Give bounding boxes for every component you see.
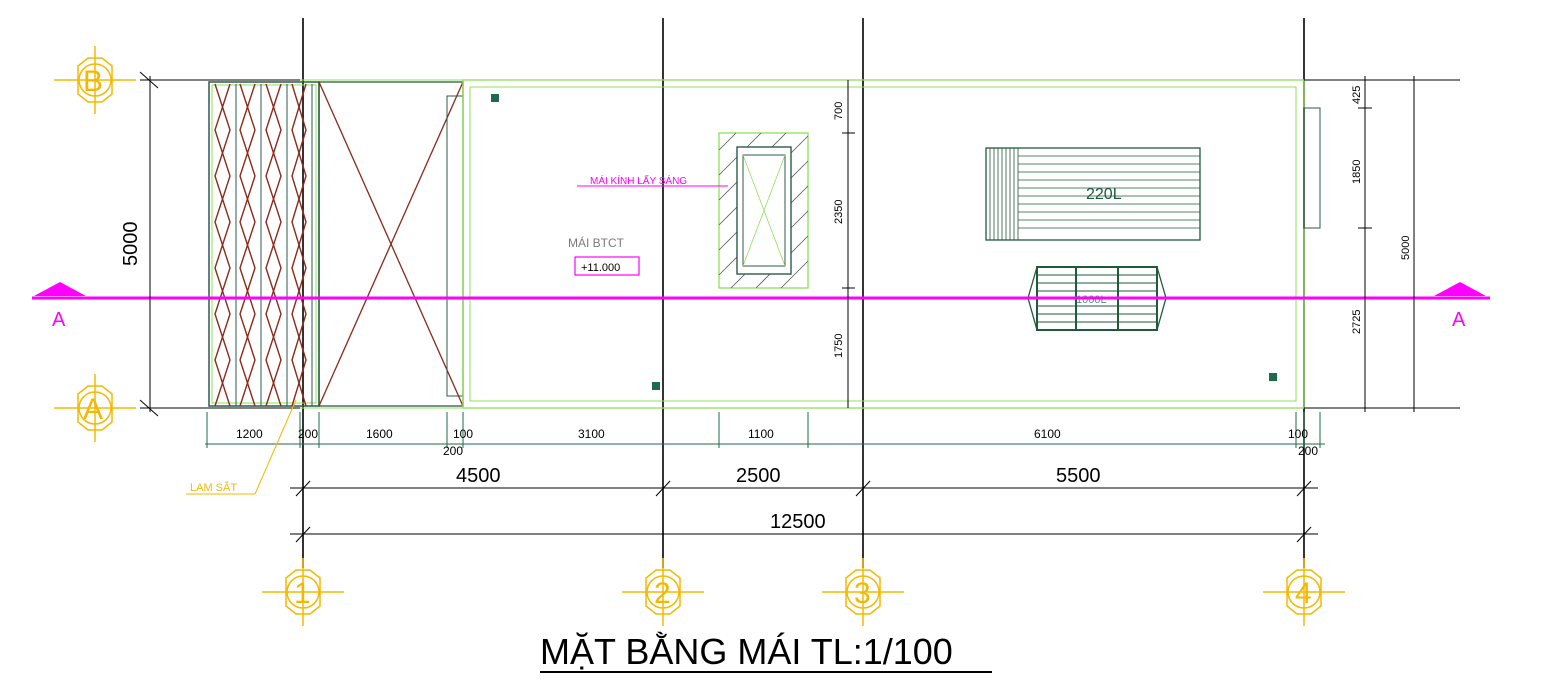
tank-220-label: 220L (1086, 186, 1122, 203)
glass-roof-label: MÁI KÍNH LẤY SÁNG (590, 174, 687, 187)
dim-detail-200a: 200 (298, 427, 318, 441)
dim-mid-2350: 2350 (833, 200, 845, 224)
grid-lines (140, 18, 1460, 568)
drain-marker (1269, 373, 1277, 381)
dimension-detail-chain (205, 412, 1325, 448)
axis-label-2: 2 (654, 577, 671, 610)
section-arrow-left (34, 282, 86, 296)
axis-label-b: B (83, 65, 103, 98)
dim-right-425: 425 (1351, 86, 1363, 104)
level-tag: +11.000 (581, 262, 620, 274)
axis-bubble-b (54, 46, 136, 114)
dim-detail-1100: 1100 (748, 427, 774, 441)
axis-label-a: A (83, 393, 103, 426)
tank-1000-label: 1000L (1076, 294, 1107, 306)
dim-detail-200c: 200 (1298, 444, 1318, 458)
dim-detail-3100: 3100 (578, 427, 605, 441)
dimension-right (1304, 76, 1420, 412)
dim-right-1850: 1850 (1351, 160, 1363, 184)
dim-right-5000: 5000 (1400, 236, 1412, 260)
dimension-axis-chain (290, 480, 1318, 497)
dim-axis-5500: 5500 (1056, 465, 1101, 487)
skylight (718, 132, 809, 289)
section-label-right: A (1452, 309, 1466, 331)
steel-louver-leader (254, 399, 297, 495)
dimension-left (139, 71, 208, 417)
dim-mid-700: 700 (833, 102, 845, 120)
drain-marker (652, 382, 660, 390)
axis-bubble-4 (1263, 558, 1345, 626)
section-line: A A (32, 282, 1490, 331)
dim-left-5000: 5000 (120, 222, 142, 267)
dim-mid-1750: 1750 (833, 334, 845, 358)
drain-marker (491, 94, 499, 102)
axis-bubble-1 (262, 558, 344, 626)
section-arrow-right (1434, 282, 1486, 296)
dim-total-12500: 12500 (770, 511, 826, 533)
steel-louver-label: LAM SẮT (190, 481, 237, 494)
right-parapet (1303, 107, 1321, 229)
dimension-middle (842, 80, 855, 408)
axis-label-4: 4 (1295, 577, 1312, 610)
dim-right-2725: 2725 (1351, 310, 1363, 334)
solar-heater-220: 220L (985, 147, 1201, 241)
roof-opening (318, 81, 464, 407)
louver-block (208, 81, 320, 407)
dim-axis-2500: 2500 (736, 465, 781, 487)
dim-detail-100a: 100 (453, 427, 473, 441)
drawing-title: MẶT BẰNG MÁI TL:1/100 (540, 631, 953, 672)
axis-bubble-a (54, 374, 136, 442)
dim-detail-6100: 6100 (1034, 427, 1061, 441)
level-tag-box (574, 256, 640, 276)
dimension-total (290, 526, 1318, 543)
roof-drains (491, 94, 1277, 390)
dim-detail-100b: 100 (1288, 427, 1308, 441)
section-label-left: A (52, 309, 66, 331)
axis-label-3: 3 (854, 577, 871, 610)
dim-detail-200b: 200 (443, 444, 463, 458)
axis-bubble-3 (822, 558, 904, 626)
roof-btct-label: MÁI BTCT (568, 235, 625, 250)
dim-detail-1200: 1200 (236, 427, 263, 441)
dim-axis-4500: 4500 (456, 465, 501, 487)
roof-slab (300, 79, 1305, 409)
dim-detail-1600: 1600 (366, 427, 393, 441)
axis-bubble-2 (622, 558, 704, 626)
axis-label-1: 1 (294, 577, 311, 610)
